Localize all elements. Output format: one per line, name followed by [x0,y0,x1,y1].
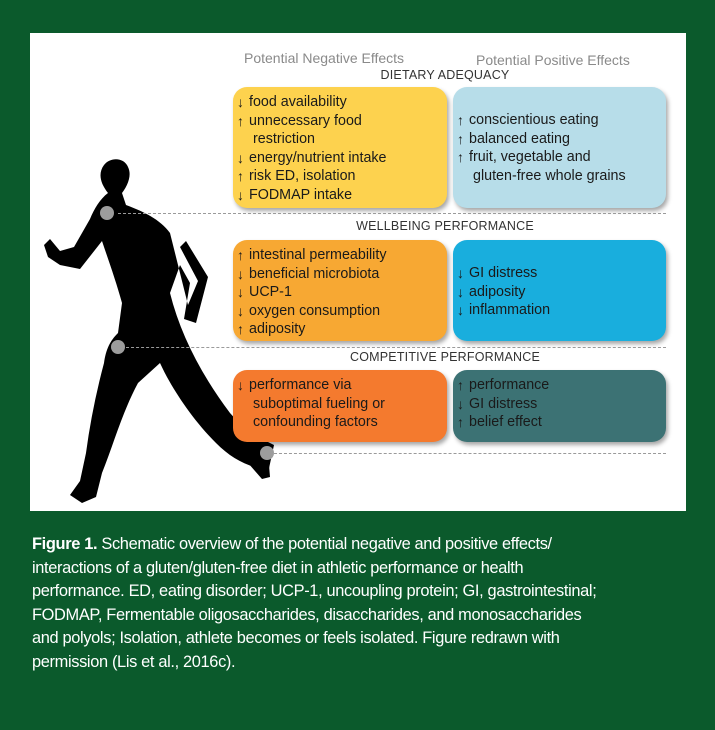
effect-text: conscientious eating [469,112,599,128]
effect-text: performance [469,377,550,393]
arrow-down-icon: ↓ [457,302,464,319]
section-title-wellbeing: WELLBEING PERFORMANCE [356,219,534,233]
negative-box-wellbeing: ↑ intestinal permeability ↓ beneficial micr… [233,240,447,341]
effect-text: performance via [249,377,352,393]
effect-text: intestinal permeability [249,247,387,263]
effect-text: adiposity [469,283,526,300]
arrow-down-icon: ↓ [237,302,244,319]
effect-item: ↑ balanced eating [453,130,666,149]
arrow-down-icon: ↓ [237,94,244,110]
caption-line: permission (Lis et al., 2016c). [32,652,236,671]
effect-item: ↑ performance [453,376,666,395]
figure: Potential Negative Effects Potential Pos… [30,33,686,511]
effect-item: ↑ risk ED, isolation [233,167,447,186]
caption-label: Figure 1. [32,535,98,553]
effect-text: GI distress [469,265,538,281]
effect-text: UCP-1 [249,284,292,301]
effect-item: ↓ beneficial microbiota [233,265,447,284]
effect-item: ↑ belief effect [453,413,666,432]
header-negative-effects: Potential Negative Effects [244,50,405,66]
header-positive-effects: Potential Positive Effects [476,52,630,68]
arrow-down-icon: ↓ [457,265,464,281]
effect-text: belief effect [469,414,542,431]
section-title-competitive: COMPETITIVE PERFORMANCE [349,350,541,364]
arrow-down-icon: ↓ [237,186,244,203]
arrow-up-icon: ↑ [237,247,244,263]
effect-text: risk ED, isolation [249,168,356,185]
effect-item: ↓ GI distress [453,264,666,283]
arrow-down-icon: ↓ [237,149,244,166]
effect-text: inflammation [469,302,551,319]
effect-item: ↓ energy/nutrient intake [233,149,447,168]
divider-line [274,453,666,454]
effect-text: energy/nutrient intake [249,149,387,166]
marker-dot-foot [260,446,274,460]
arrow-up-icon: ↑ [457,377,464,393]
arrow-up-icon: ↑ [457,414,464,431]
arrow-up-icon: ↑ [457,149,464,166]
divider-line [126,347,666,348]
arrow-up-icon: ↑ [457,112,464,128]
effect-item: restriction [233,130,447,149]
caption-line: Schematic overview of the potential nega… [97,535,552,553]
negative-box-dietary: ↓ food availability ↑ unnecessary food restr… [233,87,447,208]
positive-box-competitive: ↑ performance ↓ GI distress ↑ belief effect [453,370,666,442]
effect-item: confounding factors [233,413,447,432]
arrow-down-icon: ↓ [237,265,244,282]
effect-item: ↓ GI distress [453,395,666,414]
effect-text: food availability [249,94,347,110]
caption-line: and polyols; Isolation, athlete becomes … [32,629,560,648]
effect-text: unnecessary food [249,112,362,129]
effect-item: ↓ performance via [233,376,447,395]
figure-caption: Figure 1. Schematic overview of the pote… [32,533,597,675]
effect-text: FODMAP intake [249,186,353,203]
effect-text: adiposity [249,321,306,338]
effect-text: restriction [253,131,315,148]
positive-box-wellbeing: ↓ GI distress ↓ adiposity ↓ inflammation [453,240,666,341]
effect-item: ↓ UCP-1 [233,283,447,302]
positive-box-dietary: ↑ conscientious eating ↑ balanced eating ↑ fr… [453,87,666,208]
arrow-up-icon: ↑ [237,321,244,338]
effect-text: suboptimal fueling or [253,395,385,412]
effect-item: ↑ intestinal permeability [233,246,447,265]
effect-item: ↓ food availability [233,93,447,112]
effect-text: GI distress [469,395,538,412]
divider-line [118,213,666,214]
negative-box-competitive: ↓ performance via suboptimal fueling or con… [233,370,447,442]
effect-text: oxygen consumption [249,302,381,319]
effect-item: ↑ adiposity [233,320,447,339]
effect-text: fruit, vegetable and [469,149,591,166]
section-title-dietary: DIETARY ADEQUACY [380,68,510,82]
arrow-up-icon: ↑ [237,112,244,129]
effect-item: ↑ fruit, vegetable and [453,148,666,167]
effect-text: beneficial microbiota [249,265,380,282]
arrow-up-icon: ↑ [237,168,244,185]
effect-item: gluten-free whole grains [453,167,666,186]
arrow-down-icon: ↓ [237,377,244,393]
caption-line: performance. ED, eating disorder; UCP-1,… [32,582,597,601]
effect-item: ↑ unnecessary food [233,112,447,131]
arrow-up-icon: ↑ [457,130,464,147]
effect-item: ↓ oxygen consumption [233,302,447,321]
effect-text: balanced eating [469,130,570,147]
marker-dot-hip [111,340,125,354]
runner-silhouette-icon [44,159,274,503]
caption-line: FODMAP, Fermentable oligosaccharides, di… [32,605,582,624]
effect-item: ↓ inflammation [453,301,666,320]
arrow-down-icon: ↓ [457,395,464,412]
effect-text: confounding factors [253,414,378,431]
effect-item: ↑ conscientious eating [453,111,666,130]
arrow-down-icon: ↓ [237,284,244,301]
caption-line: interactions of a gluten/gluten-free die… [32,558,524,577]
marker-dot-head [100,206,114,220]
arrow-down-icon: ↓ [457,283,464,300]
effect-item: ↓ adiposity [453,283,666,302]
effect-item: ↓ FODMAP intake [233,186,447,205]
effect-text: gluten-free whole grains [473,167,626,184]
effect-item: suboptimal fueling or [233,395,447,414]
